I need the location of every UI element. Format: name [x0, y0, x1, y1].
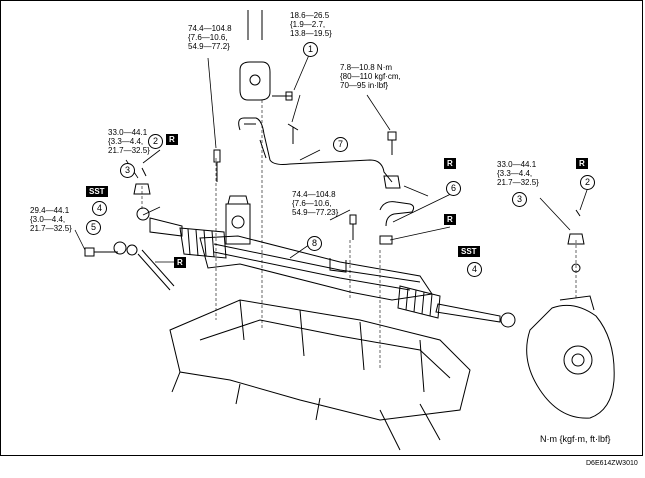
- right-boot: [397, 285, 516, 328]
- left-bushing: [113, 241, 175, 291]
- left-nut: [133, 167, 151, 195]
- left-boot: [136, 207, 227, 259]
- replace-tag-1: R: [166, 134, 178, 145]
- callout-4-right: 4: [467, 262, 482, 277]
- upper-bracket: [239, 10, 293, 101]
- callout-4-left: 4: [92, 201, 107, 216]
- replace-tag-5: R: [174, 257, 186, 268]
- torque-spec-3: 7.8—10.8 N·m {80—110 kgf·cm, 70—95 in·lb…: [340, 63, 401, 90]
- sst-tag-right: SST: [458, 246, 480, 257]
- callout-3-left: 3: [120, 163, 135, 178]
- right-nut: [567, 209, 585, 245]
- torque-spec-7: 33.0—44.1 {3.3—4.4, 21.7—32.5}: [497, 160, 539, 187]
- torque-spec-1: 18.6—26.5 {1.9—2.7, 13.8—19.5}: [290, 11, 332, 38]
- callout-3-right: 3: [512, 192, 527, 207]
- replace-tag-4: R: [444, 214, 456, 225]
- callout-6: 6: [446, 181, 461, 196]
- pressure-pipe: [238, 117, 401, 189]
- gear-housing: [199, 195, 433, 301]
- crossmember: [169, 299, 471, 451]
- sst-tag-left: SST: [86, 186, 108, 197]
- torque-spec-4: 33.0—44.1 {3.3—4.4, 21.7—32.5}: [108, 128, 150, 155]
- callout-7: 7: [333, 137, 348, 152]
- torque-spec-2: 74.4—104.8 {7.6—10.6, 54.9—77.2}: [188, 24, 232, 51]
- replace-tag-3: R: [576, 158, 588, 169]
- return-hose: [379, 201, 415, 245]
- callout-1: 1: [303, 42, 318, 57]
- steering-knuckle: [526, 263, 615, 419]
- torque-spec-6: 74.4—104.8 {7.6—10.6, 54.9—77.23}: [292, 190, 339, 217]
- leader-lines: [74, 54, 588, 263]
- replace-tag-2: R: [444, 158, 456, 169]
- callout-5: 5: [86, 220, 101, 235]
- units-note: N·m {kgf·m, ft·lbf}: [540, 434, 611, 444]
- callout-2-left: 2: [148, 134, 163, 149]
- diagram-frame: [0, 0, 643, 456]
- figure-code: D6E614ZW3010: [586, 460, 638, 467]
- callout-8: 8: [307, 236, 322, 251]
- bolts: [84, 123, 397, 257]
- torque-spec-5: 29.4—44.1 {3.0—4.4, 21.7—32.5}: [30, 206, 72, 233]
- callout-2-right: 2: [580, 175, 595, 190]
- alignment-lines: [141, 100, 577, 370]
